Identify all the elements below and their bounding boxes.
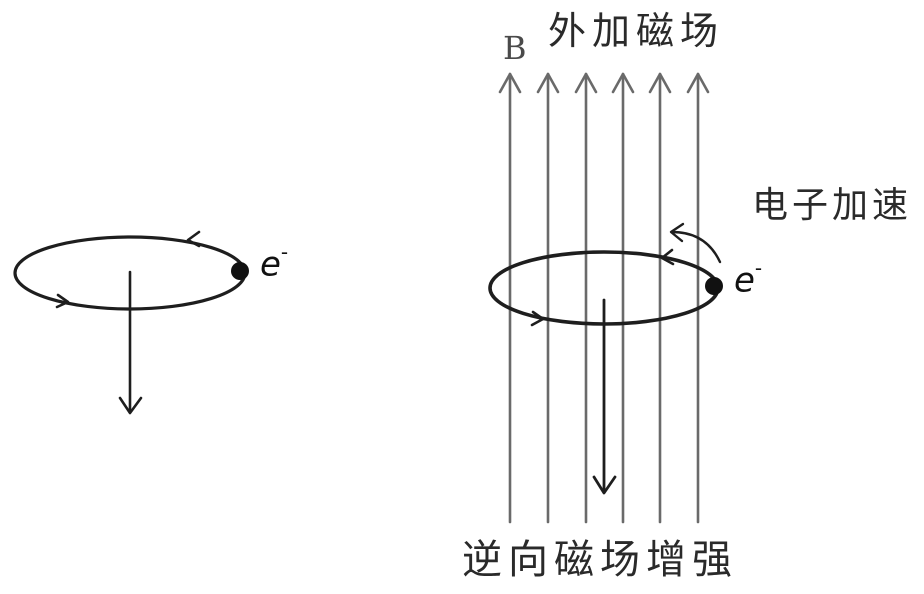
right-orbit-group <box>488 222 723 495</box>
field-line-3 <box>574 72 598 524</box>
left-orbit-group <box>13 230 249 415</box>
field-line-4 <box>611 72 635 524</box>
right-moment-arrowhead <box>592 475 617 495</box>
field-lines-group <box>498 72 710 524</box>
left-orbit-chevron-bottom <box>55 293 70 309</box>
right-electron-dot <box>705 277 723 295</box>
right-electron-label: e- <box>734 258 762 301</box>
acceleration-arc-arrow <box>670 230 722 264</box>
field-line-1 <box>498 72 522 524</box>
left-moment-arrowhead <box>118 396 143 415</box>
field-line-5 <box>648 72 672 524</box>
acceleration-arc-arrowhead <box>669 222 685 243</box>
field-line-6 <box>686 72 710 524</box>
left-electron-charge: - <box>280 240 289 264</box>
right-electron-symbol: e <box>734 260 755 301</box>
left-electron-label: e- <box>260 242 288 285</box>
right-orbit-chevron-bottom <box>530 310 545 327</box>
right-orbit-chevron-top <box>660 248 675 266</box>
reverse-field-strengthens-label: 逆向磁场增强 <box>462 537 738 583</box>
field-line-2 <box>536 72 560 524</box>
right-electron-charge: - <box>754 256 763 280</box>
left-electron-dot <box>231 262 249 280</box>
left-orbit-chevron-top <box>186 230 201 248</box>
field-symbol-label: B <box>503 29 527 67</box>
electron-accelerates-label: 电子加速 <box>752 185 913 226</box>
external-field-label: 外加磁场 <box>548 9 725 53</box>
left-electron-symbol: e <box>260 244 281 285</box>
